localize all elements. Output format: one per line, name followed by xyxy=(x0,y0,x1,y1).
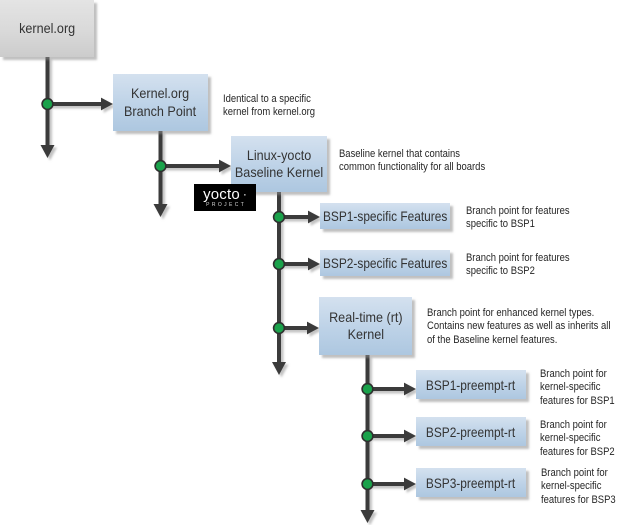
branch-dot-realtime xyxy=(272,321,286,335)
node-kernel-org-branch-point-label: Kernel.org Branch Point xyxy=(124,85,197,119)
branch-dot-branch-point xyxy=(154,159,167,173)
node-kernel-org-label: kernel.org xyxy=(18,19,76,36)
node-bsp2-preempt-rt-label: BSP2-preempt-rt xyxy=(426,423,516,440)
node-realtime-kernel: Real-time (rt) Kernel xyxy=(319,297,412,355)
annotation-bsp2-features: Branch point for features specific to BS… xyxy=(466,252,570,278)
branch-dot-kernel-org xyxy=(41,97,54,111)
arrowhead-to-bsp2-features xyxy=(308,257,320,271)
branch-dot-bsp3-preempt xyxy=(361,477,374,491)
branch-dot-bsp2-preempt xyxy=(361,429,374,443)
arrowhead-to-bsp3-preempt xyxy=(404,477,416,491)
arrowhead-to-realtime xyxy=(307,321,319,335)
arrowhead-to-bsp1-features xyxy=(308,210,320,224)
annotation-bsp3-preempt-rt: Branch point for kernel-specific feature… xyxy=(541,467,616,506)
node-realtime-kernel-label: Real-time (rt) Kernel xyxy=(328,308,403,343)
node-kernel-org: kernel.org xyxy=(0,0,94,57)
arrowhead-to-bsp2-preempt xyxy=(404,429,416,443)
annotation-bsp2-preempt-rt: Branch point for kernel-specific feature… xyxy=(540,419,615,458)
node-bsp2-specific-features-label: BSP2-specific Features xyxy=(322,255,448,271)
arrowhead-kernel-org-trunk xyxy=(40,145,55,158)
node-bsp3-preempt-rt-label: BSP3-preempt-rt xyxy=(426,474,516,491)
yocto-logo-wordmark: yocto xyxy=(203,185,240,203)
yocto-project-logo: yocto · PROJECT xyxy=(194,184,256,211)
arrowhead-realtime-trunk xyxy=(360,510,375,523)
arrowhead-branch-point-trunk xyxy=(153,204,168,217)
node-linux-yocto-baseline-kernel-label: Linux-yocto Baseline Kernel xyxy=(234,146,324,181)
node-bsp1-specific-features-label: BSP1-specific Features xyxy=(322,208,448,224)
arrowhead-linux-yocto-trunk xyxy=(272,362,286,375)
arrowhead-to-bsp1-preempt xyxy=(404,382,416,396)
yocto-logo-subtext: PROJECT xyxy=(206,202,247,208)
node-bsp1-specific-features: BSP1-specific Features xyxy=(320,203,450,229)
yocto-logo-dot: · xyxy=(242,187,247,201)
node-bsp2-specific-features: BSP2-specific Features xyxy=(320,250,450,276)
annotation-realtime-kernel: Branch point for enhanced kernel types. … xyxy=(427,307,611,346)
arrowhead-to-linux-yocto xyxy=(219,159,231,173)
annotation-baseline-kernel: Baseline kernel that contains common fun… xyxy=(339,148,486,174)
annotation-branch-point: Identical to a specific kernel from kern… xyxy=(223,93,316,119)
node-linux-yocto-baseline-kernel: Linux-yocto Baseline Kernel xyxy=(231,136,327,192)
annotation-bsp1-preempt-rt: Branch point for kernel-specific feature… xyxy=(540,368,615,407)
node-bsp2-preempt-rt: BSP2-preempt-rt xyxy=(416,417,526,446)
node-kernel-org-branch-point: Kernel.org Branch Point xyxy=(113,74,208,131)
annotation-bsp1-features: Branch point for features specific to BS… xyxy=(466,205,570,231)
arrowhead-to-branch-point xyxy=(101,97,113,111)
node-bsp3-preempt-rt: BSP3-preempt-rt xyxy=(416,468,526,497)
branch-dot-bsp1-preempt xyxy=(361,382,374,396)
branch-dot-bsp2-features xyxy=(272,257,286,271)
branch-dot-bsp1-features xyxy=(272,210,286,224)
node-bsp1-preempt-rt-label: BSP1-preempt-rt xyxy=(426,376,516,393)
node-bsp1-preempt-rt: BSP1-preempt-rt xyxy=(416,370,526,399)
